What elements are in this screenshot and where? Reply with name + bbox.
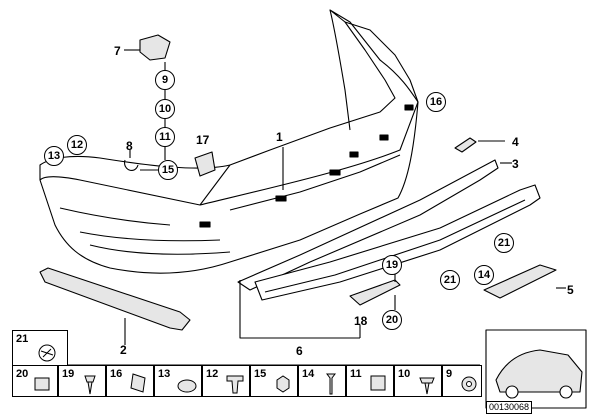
legend-number: 20 [16, 368, 29, 380]
callout-15: 15 [158, 160, 178, 180]
legend-number: 16 [110, 368, 123, 380]
callout-4: 4 [512, 135, 519, 149]
bumper-cover-drawing [39, 9, 419, 274]
spring-nut-icon [370, 375, 386, 391]
pin-icon [326, 373, 336, 395]
legend-number: 14 [302, 368, 315, 380]
legend-number: 21 [16, 333, 29, 345]
legend-cell-13: 13 [154, 365, 202, 397]
callout-13: 13 [44, 146, 64, 166]
clip-drawing [124, 150, 139, 171]
legend-cell-10: 10 [394, 365, 442, 397]
clip-nut-icon [130, 373, 146, 393]
callout-1: 1 [276, 130, 283, 144]
document-id: 00130068 [486, 401, 533, 414]
callout-12: 12 [67, 135, 87, 155]
trim-panel-drawing [237, 159, 512, 291]
callout-21-upper: 21 [494, 233, 514, 253]
washer-icon [461, 376, 477, 392]
connector-drawing [124, 34, 171, 72]
callout-16: 16 [426, 92, 446, 112]
legend-number: 19 [62, 368, 75, 380]
callout-17: 17 [196, 133, 210, 147]
callout-8: 8 [126, 139, 133, 153]
screw-icon [84, 375, 96, 395]
callout-10: 10 [155, 99, 175, 119]
bolt-icon [226, 375, 244, 394]
hex-nut-icon [276, 375, 290, 393]
trim-strip-drawing [39, 267, 191, 345]
nut-icon [34, 377, 50, 391]
callout-11: 11 [155, 127, 175, 147]
callout-2: 2 [120, 343, 127, 357]
callout-5: 5 [567, 283, 574, 297]
legend-cell-9: 9 [442, 365, 482, 397]
callout-21-lower: 21 [440, 270, 460, 290]
callout-14: 14 [474, 265, 494, 285]
callout-20: 20 [382, 310, 402, 330]
legend-cell-16: 16 [106, 365, 154, 397]
flange-screw-icon [419, 377, 435, 395]
cap-drawing [454, 137, 505, 153]
callout-18: 18 [354, 314, 368, 328]
legend-cell-19: 19 [58, 365, 106, 397]
car-thumbnail-drawing [485, 329, 587, 409]
legend-number: 9 [446, 368, 453, 380]
legend-number: 13 [158, 368, 171, 380]
legend-cell-14: 14 [298, 365, 346, 397]
legend-number: 11 [350, 368, 362, 380]
rivet-icon [38, 344, 56, 362]
bracket-drawing [349, 279, 401, 306]
grommet-icon [177, 379, 197, 393]
legend-number: 10 [398, 368, 411, 380]
holder-drawing [483, 264, 566, 299]
callout-9: 9 [155, 70, 175, 90]
legend-cell-12: 12 [202, 365, 250, 397]
callout-19: 19 [382, 255, 402, 275]
callout-3: 3 [512, 157, 519, 171]
legend-number: 12 [206, 368, 219, 380]
sensor-drawing [194, 151, 216, 177]
legend-cell-21: 21 [12, 330, 68, 366]
legend-cell-15: 15 [250, 365, 298, 397]
legend-number: 15 [254, 368, 267, 380]
legend-cell-11: 11 [346, 365, 394, 397]
callout-7: 7 [114, 44, 121, 58]
callout-6: 6 [296, 344, 303, 358]
legend-cell-20: 20 [12, 365, 58, 397]
